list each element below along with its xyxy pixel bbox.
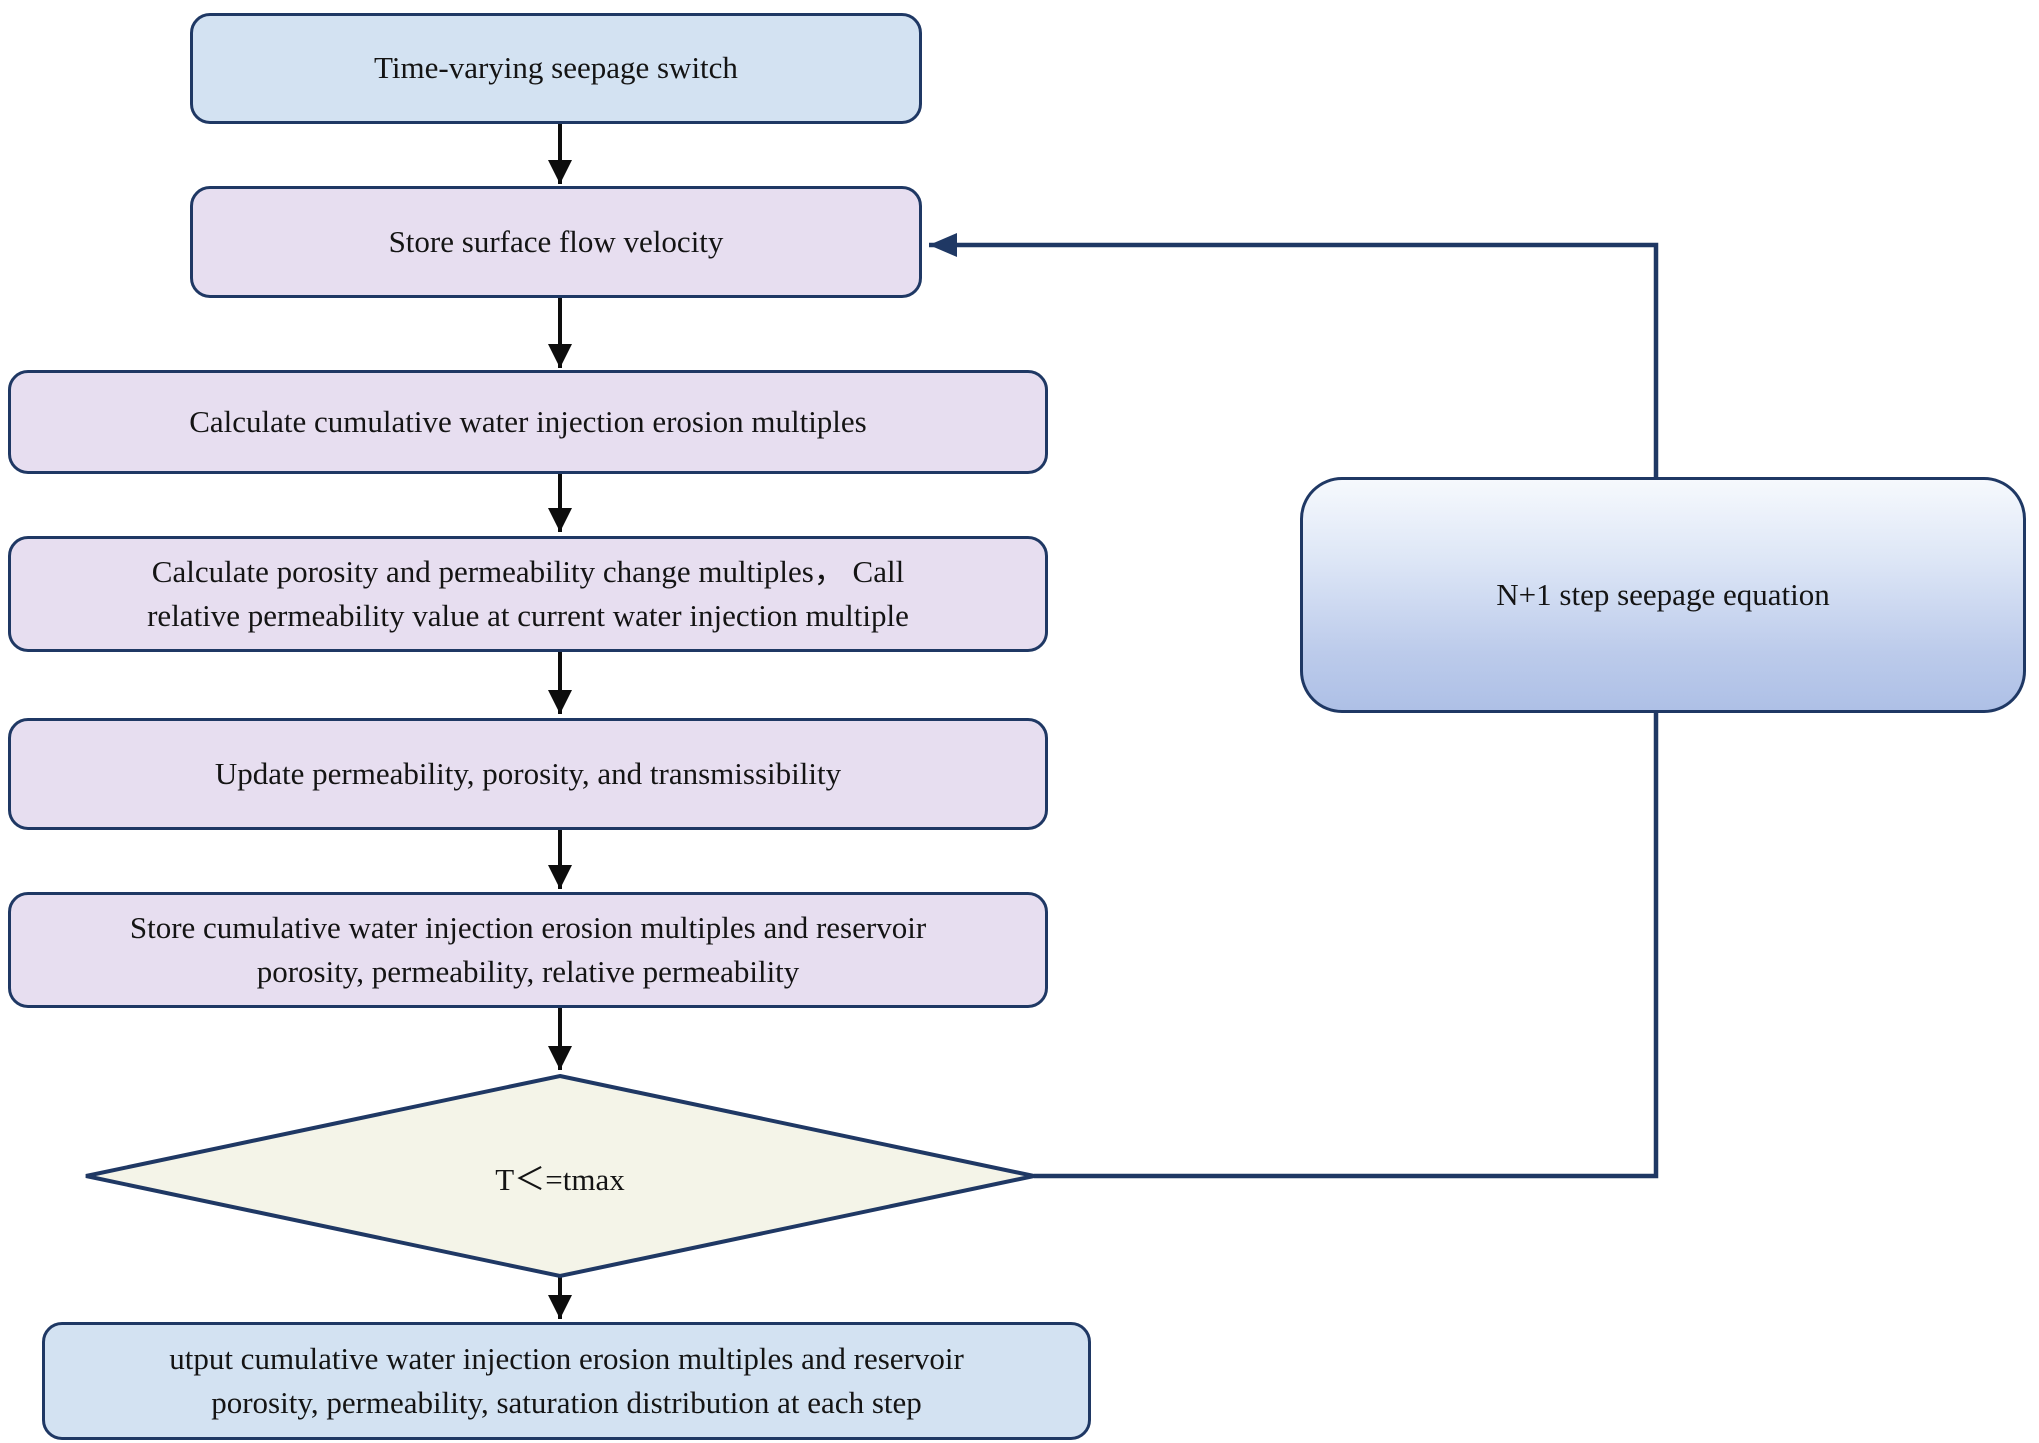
node-label: Calculate cumulative water injection ero… bbox=[189, 403, 867, 439]
node-calculate-cumulative-erosion-multiples: Calculate cumulative water injection ero… bbox=[8, 370, 1048, 474]
node-n-plus-1-step-seepage-equation: N+1 step seepage equation bbox=[1300, 477, 2026, 713]
node-label-line1: utput cumulative water injection erosion… bbox=[169, 1340, 964, 1376]
decision-diamond-shape bbox=[85, 1073, 1035, 1279]
node-decision-t-le-tmax: T＜=tmax bbox=[82, 1072, 1038, 1280]
node-label-line2: relative permeability value at current w… bbox=[147, 598, 909, 633]
node-label-line2: porosity, permeability, saturation distr… bbox=[211, 1385, 922, 1420]
node-store-erosion-multiples-and-reservoir-properties: Store cumulative water injection erosion… bbox=[8, 892, 1048, 1008]
node-label-line2: porosity, permeability, relative permeab… bbox=[256, 954, 800, 989]
node-label: Update permeability, porosity, and trans… bbox=[214, 755, 842, 791]
node-label-line1: Store cumulative water injection erosion… bbox=[129, 909, 927, 945]
decision-label: T＜=tmax bbox=[495, 1161, 625, 1197]
node-label: Time-varying seepage switch bbox=[374, 50, 738, 86]
node-store-surface-flow-velocity: Store surface flow velocity bbox=[190, 186, 922, 298]
node-label: N+1 step seepage equation bbox=[1496, 576, 1830, 612]
node-label-line1: Calculate porosity and permeability chan… bbox=[151, 553, 905, 589]
node-time-varying-seepage-switch: Time-varying seepage switch bbox=[190, 13, 922, 124]
node-update-permeability-porosity-transmissibility: Update permeability, porosity, and trans… bbox=[8, 718, 1048, 830]
node-calculate-porosity-permeability-multiples: Calculate porosity and permeability chan… bbox=[8, 536, 1048, 652]
node-output-erosion-multiples-and-saturation: utput cumulative water injection erosion… bbox=[42, 1322, 1091, 1440]
node-label: Store surface flow velocity bbox=[388, 223, 724, 259]
